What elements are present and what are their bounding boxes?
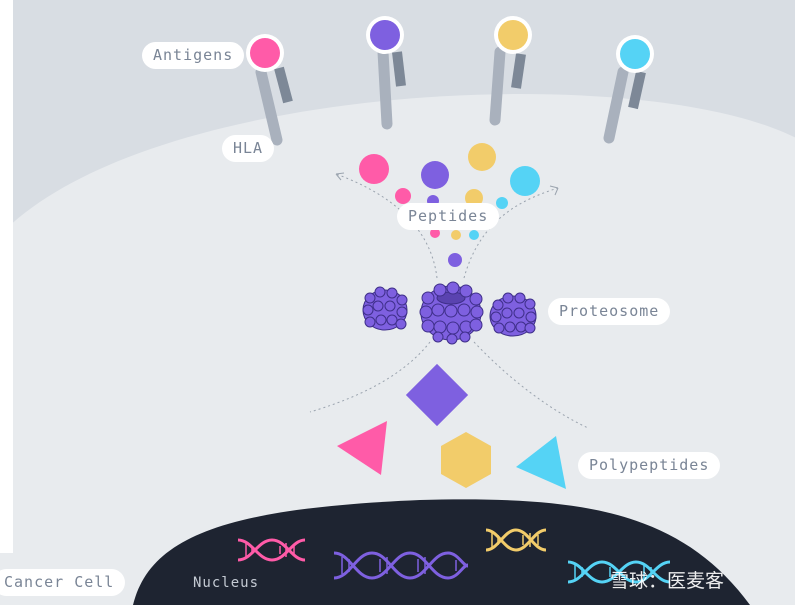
polypeptide-triangle-pink-icon [337,421,387,475]
proteosome-label: Proteosome [548,298,671,325]
dna-helix-icon-cyan [567,560,671,584]
peptide-dot-icon [430,228,440,238]
left-edge-panel [0,0,13,553]
antigen-receptor-yellow [489,16,532,126]
peptide-dot-icon [469,230,479,240]
peptide-dot-icon [510,166,540,196]
peptide-dot-icon [448,253,462,267]
watermark-text: 雪球：医麦客 [610,570,725,592]
peptide-dot-icon [468,143,496,171]
antigen-receptor-cyan [603,35,654,144]
proteasome-icon-right [489,292,537,337]
polypeptides-label: Polypeptides [578,452,721,479]
cancer-cell-label: Cancer Cell [0,569,126,596]
arrow-head-left [335,172,345,181]
peptide-dot-icon [465,189,483,207]
polypeptide-hexagon-icon [441,432,491,488]
antigen-receptor-purple [366,16,406,130]
polypeptide-diamond-icon [405,363,469,427]
arrow-head-right [549,185,559,196]
peptide-dot-icon [496,197,508,209]
dna-helix-icon-purple [333,551,469,580]
hla-label: HLA [222,135,275,162]
nucleus-body [133,499,750,605]
flow-arrows [309,173,589,429]
peptide-dot-icon [421,161,449,189]
polypeptide-triangle-cyan-icon [516,436,566,489]
peptide-dot-icon [395,188,411,204]
dna-helix-icon-pink [237,538,306,562]
antigens-label: Antigens [142,42,245,69]
peptide-dot-icon [359,154,389,184]
proteasome-icon-left [362,286,408,331]
dna-helix-icon-yellow [485,528,547,552]
peptides-label: Peptides [397,203,500,230]
peptide-dot-icon [451,230,461,240]
antigen-receptor-pink [246,34,293,146]
nucleus-label: Nucleus [193,575,260,591]
proteasome-icon-center [419,281,484,345]
